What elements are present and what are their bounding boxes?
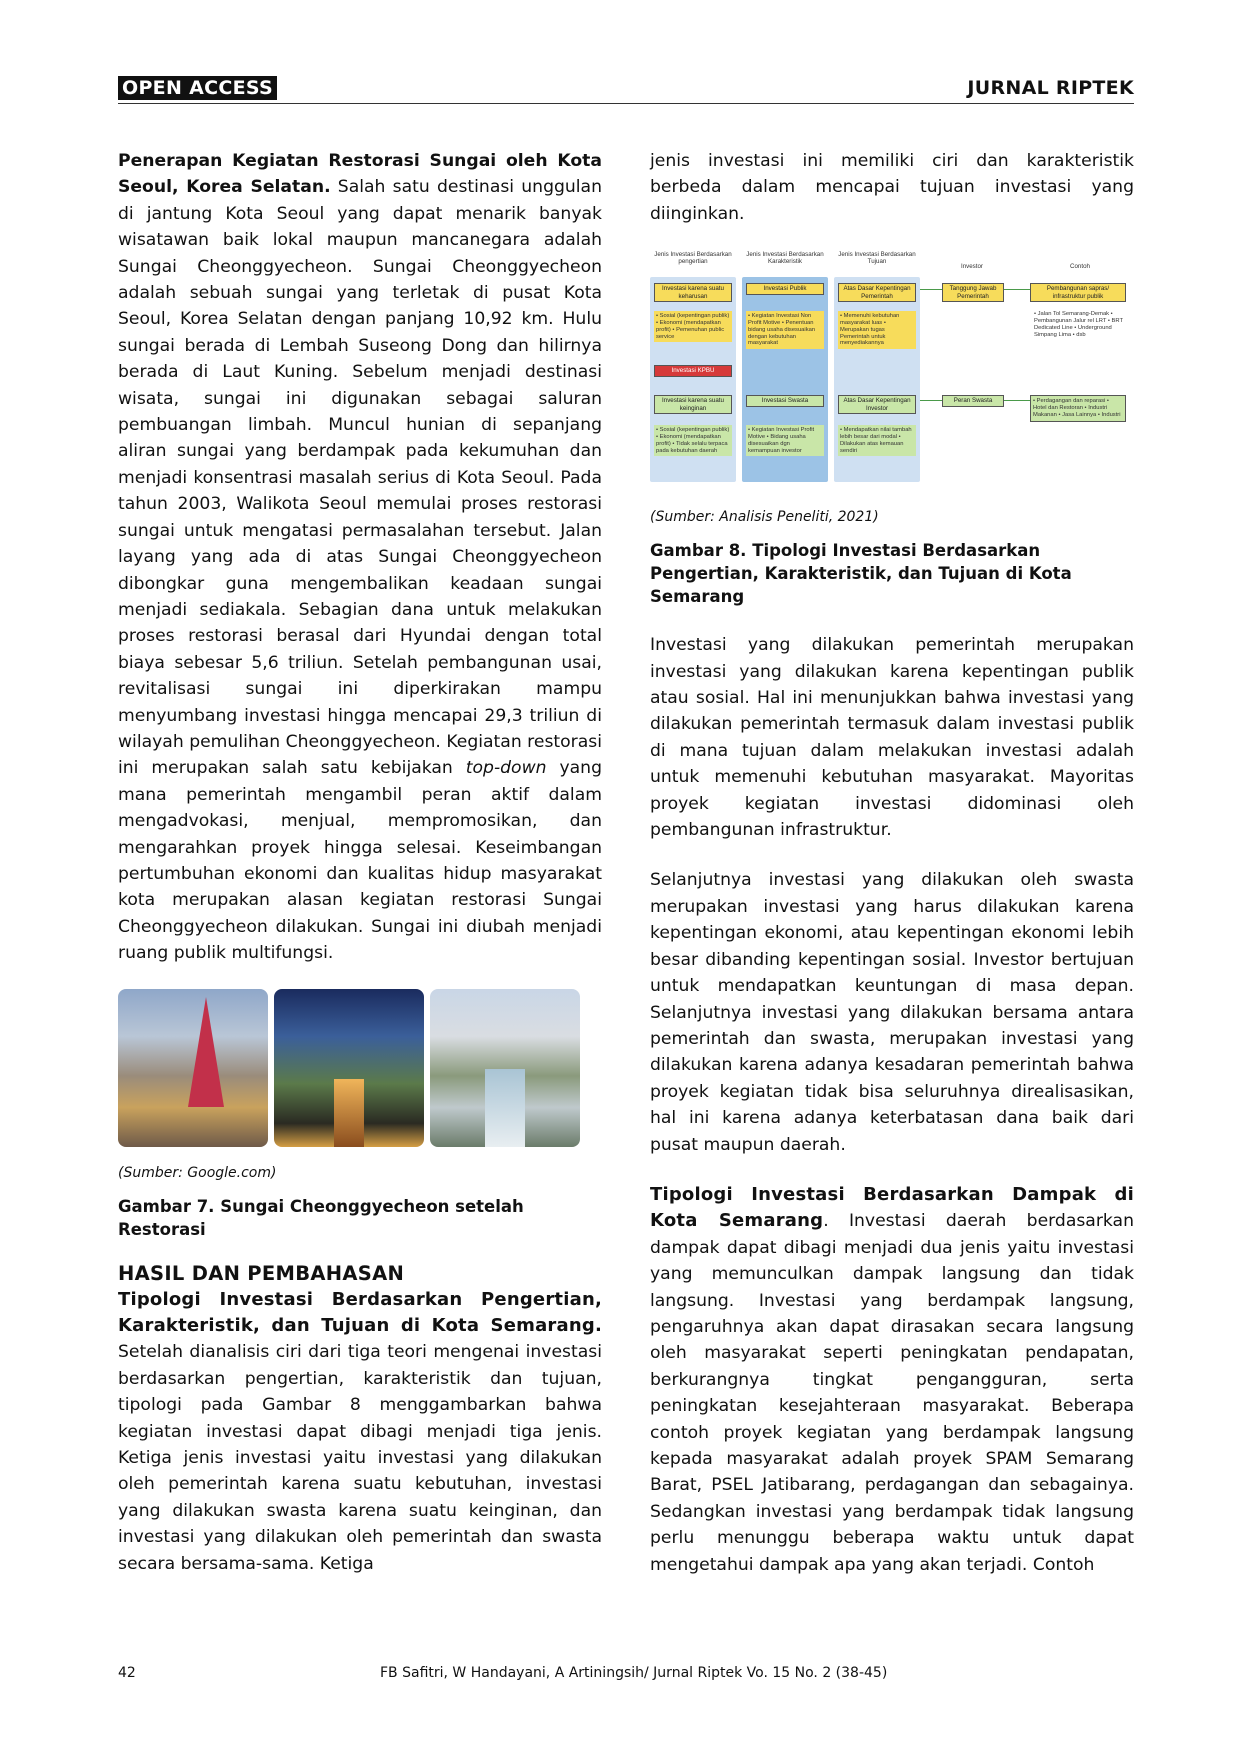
list-memenuhi-1: • Memenuhi kebutuhan masyarakat luas • M… [838,311,916,350]
photo-cheonggyecheon-day [430,988,580,1147]
paragraph-text: Salah satu destinasi unggulan di jantung… [118,177,602,779]
paragraph-dampak: Tipologi Investasi Berdasarkan Dampak di… [650,1182,1134,1578]
list-sosial-1: • Sosial (kepentingan publik) • Ekonomi … [654,311,732,343]
paragraph-seoul: Penerapan Kegiatan Restorasi Sungai oleh… [118,148,602,967]
paragraph-pemerintah: Investasi yang dilakukan pemerintah meru… [650,635,1134,841]
list-sosial-2: • Sosial (kepentingan publik) • Ekonomi … [654,425,732,457]
list-contoh-2: • Perdagangan dan reparasi • Hotel dan R… [1030,395,1126,422]
list-kegiatan-1: • Kegiatan Investasi Non Profit Motive •… [746,311,824,350]
page-header: OPEN ACCESS JURNAL RIPTEK [118,76,1134,104]
box-kpbu: Investasi KPBU [654,365,732,377]
figure-8-caption: Gambar 8. Tipologi Investasi Berdasarkan… [650,541,1072,607]
italic-term: top-down [465,758,547,779]
connector [1004,289,1030,291]
box-tanggung-jawab: Tanggung Jawab Pemerintah [942,283,1004,303]
paragraph-tipologi: Tipologi Investasi Berdasarkan Pengertia… [118,1287,602,1577]
photo-cheonggyecheon-night [274,988,424,1147]
diagram-header: Jenis Investasi Berdasarkan Tujuan [838,251,916,266]
list-kegiatan-2: • Kegiatan Investasi Profit Motive • Bid… [746,425,824,457]
paragraph-heading: Tipologi Investasi Berdasarkan Pengertia… [118,1288,602,1336]
list-contoh-1: • Jalan Tol Semarang-Demak • Pembangunan… [1034,311,1123,338]
box-swasta: Investasi Swasta [746,395,824,407]
box-keinginan: Investasi karena suatu keinginan [654,395,732,415]
right-column: jenis investasi ini memiliki ciri dan ka… [650,148,1134,1578]
diagram-header: Jenis Investasi Berdasarkan pengertian [654,251,732,266]
figure-8-diagram: Jenis Investasi Berdasarkan pengertian J… [650,249,1134,489]
paragraph-heading: Tipologi Investasi Berdasarkan Dampak di… [650,1183,1134,1232]
figure-7-caption: Gambar 7. Sungai Cheonggyecheon setelah … [118,1196,524,1239]
paragraph-continued: jenis investasi ini memiliki ciri dan ka… [650,151,1134,224]
paragraph-text: Setelah dianalisis ciri dari tiga teori … [118,1342,602,1574]
box-keharusan: Investasi karena suatu keharusan [654,283,732,303]
box-atas-investor: Atas Dasar Kepentingan Investor [838,395,916,415]
box-publik: Investasi Publik [746,283,824,295]
figure-7-photos [118,988,602,1147]
box-peran-swasta: Peran Swasta [942,395,1004,407]
journal-name: JURNAL RIPTEK [967,77,1134,99]
footer-citation: FB Safitri, W Handayani, A Artiningsih/ … [380,1665,888,1681]
photo-cheonggyecheon-festival [118,988,268,1147]
box-contoh-1: Pembangunan sapras/ infrastruktur publik [1030,283,1126,303]
paragraph-text: yang mana pemerintah mengambil peran akt… [118,758,602,964]
figure-8-source: (Sumber: Analisis Peneliti, 2021) [650,509,879,526]
paragraph-text: . Investasi daerah berdasarkan dampak da… [650,1211,1134,1575]
paragraph-swasta: Selanjutnya investasi yang dilakukan ole… [650,870,1134,1155]
open-access-label: OPEN ACCESS [118,76,277,100]
connector [1004,400,1030,402]
diagram-header: Contoh [1070,263,1090,271]
diagram-header: Jenis Investasi Berdasarkan Karakteristi… [746,251,824,266]
diagram-header: Investor [960,263,983,271]
section-title: HASIL DAN PEMBAHASAN [118,1261,405,1285]
box-atas-pemerintah: Atas Dasar Kepentingan Pemerintah [838,283,916,303]
paragraph-heading: Penerapan Kegiatan Restorasi Sungai oleh… [118,151,602,198]
left-column: Penerapan Kegiatan Restorasi Sungai oleh… [118,148,602,1577]
connector [920,400,942,402]
connector [920,289,942,291]
figure-7-source: (Sumber: Google.com) [118,1164,277,1181]
list-memenuhi-2: • Mendapatkan nilai tambah lebih besar d… [838,425,916,457]
page-number: 42 [118,1665,136,1681]
